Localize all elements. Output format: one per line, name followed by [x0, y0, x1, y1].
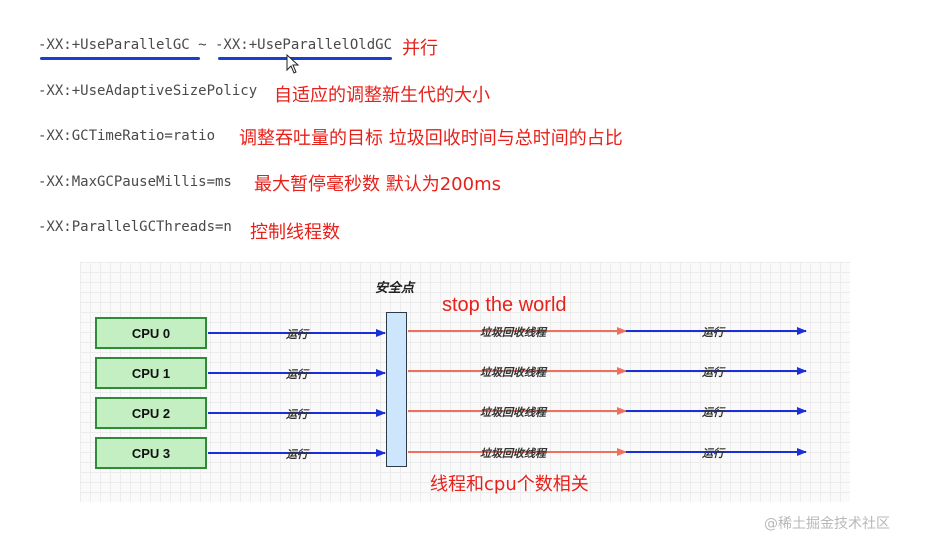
run-label: 运行: [286, 448, 308, 461]
run-label: 运行: [702, 447, 724, 460]
gc-thread-label: 垃圾回收线程: [480, 447, 546, 460]
watermark: @稀土掘金技术社区: [764, 516, 890, 532]
cpu-box: CPU 0: [95, 317, 207, 349]
gc-thread-label: 垃圾回收线程: [480, 326, 546, 339]
safepoint-bar: [386, 312, 407, 467]
option-code: -XX:+UseParallelGC ~ -XX:+UseParallelOld…: [38, 37, 393, 53]
option-code: -XX:MaxGCPauseMillis=ms: [38, 174, 232, 190]
option-desc: 控制线程数: [250, 222, 340, 243]
gc-thread-label: 垃圾回收线程: [480, 366, 546, 379]
underline-mark: [218, 57, 392, 60]
option-desc: 自适应的调整新生代的大小: [274, 85, 490, 106]
run-label: 运行: [286, 328, 308, 341]
option-desc: 并行: [402, 38, 438, 59]
run-label: 运行: [702, 366, 724, 379]
stop-the-world-note: stop the world: [442, 294, 567, 316]
cpu-box: CPU 3: [95, 437, 207, 469]
option-code: -XX:+UseAdaptiveSizePolicy: [38, 83, 258, 99]
run-label: 运行: [702, 326, 724, 339]
option-code: -XX:GCTimeRatio=ratio: [38, 128, 216, 144]
run-label: 运行: [702, 406, 724, 419]
safepoint-label: 安全点: [375, 281, 415, 296]
cpu-box: CPU 1: [95, 357, 207, 389]
mouse-cursor-icon: [286, 54, 300, 74]
underline-mark: [40, 57, 200, 60]
option-desc: 最大暂停毫秒数 默认为200ms: [254, 174, 501, 195]
run-label: 运行: [286, 408, 308, 421]
thread-count-note: 线程和cpu个数相关: [430, 474, 589, 495]
run-label: 运行: [286, 368, 308, 381]
cpu-box: CPU 2: [95, 397, 207, 429]
gc-thread-label: 垃圾回收线程: [480, 406, 546, 419]
option-code: -XX:ParallelGCThreads=n: [38, 219, 232, 235]
diagram-canvas: [80, 262, 850, 502]
option-desc: 调整吞吐量的目标 垃圾回收时间与总时间的占比: [239, 128, 623, 149]
